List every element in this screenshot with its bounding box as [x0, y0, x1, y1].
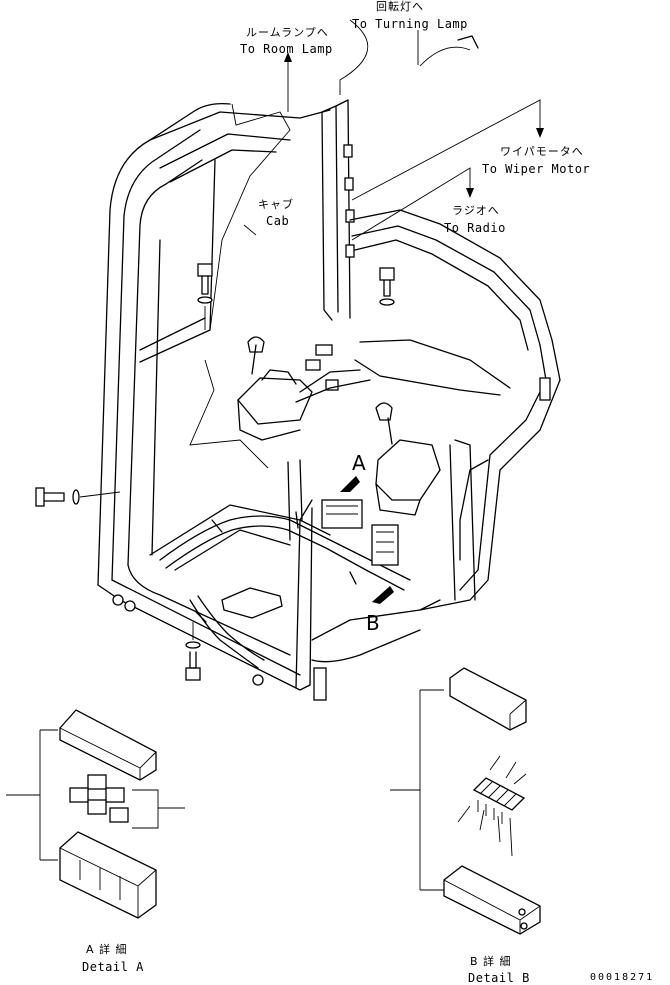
radio-label-jp: ラジオへ [452, 204, 500, 217]
cab-frame [97, 99, 561, 701]
detail-b-terminals [457, 755, 527, 857]
room-lamp-label-en: To Room Lamp [240, 42, 333, 56]
detail-a-title-jp: A 詳 細 [86, 943, 128, 956]
turning-lamp-label-jp: 回転灯へ [376, 0, 424, 13]
detail-b-connector [390, 667, 541, 935]
callout-b: B [366, 611, 381, 635]
left-console-joystick [237, 336, 371, 441]
drawing-number: 00018271 [590, 972, 655, 983]
wiper-motor-label-jp: ワイパモータへ [500, 145, 584, 158]
wiper-motor-label-en: To Wiper Motor [482, 162, 591, 176]
radio-label-en: To Radio [444, 221, 506, 235]
cab-break-line [189, 103, 291, 469]
right-console-joystick [321, 402, 441, 604]
callout-a: A [352, 451, 367, 475]
detail-b-title-en: Detail B [468, 971, 530, 985]
turning-lamp-label-en: To Turning Lamp [352, 17, 468, 31]
bolts-and-washers [35, 263, 395, 681]
room-lamp-label-jp: ルームランプへ [246, 26, 329, 39]
detail-a-fuse-box [6, 709, 185, 919]
floor-harness [149, 459, 411, 669]
callout-leaders [243, 19, 544, 241]
detail-b-title-jp: B 詳 細 [470, 955, 512, 968]
cab-label-jp: キャブ [258, 198, 294, 211]
detail-a-title-en: Detail A [82, 960, 144, 974]
detail-a-relays [69, 774, 129, 823]
cab-label-en: Cab [266, 214, 290, 228]
